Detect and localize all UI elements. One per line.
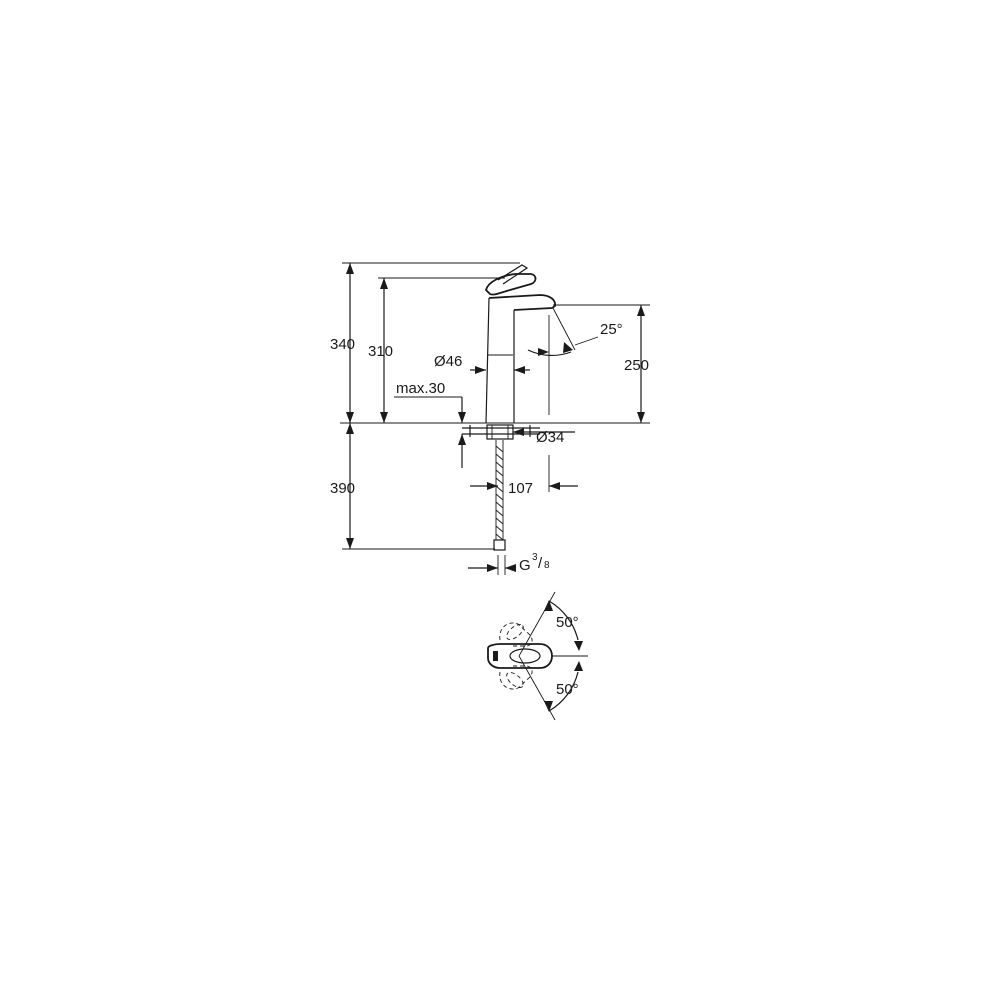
hose-length-label: 390 [330, 480, 355, 497]
outlet-height-label: 250 [624, 357, 649, 374]
dimension-lines [346, 263, 645, 572]
counter-thickness-label: max.30 [396, 380, 445, 397]
lever-angle-bottom-label: 50° [556, 681, 579, 698]
connection-thread-main: G [519, 557, 531, 574]
projection-label: 107 [508, 480, 533, 497]
spout-angle-label: 25° [600, 321, 623, 338]
connection-thread-sub: 8 [544, 560, 550, 571]
mount-hole-diameter-label: Ø34 [536, 429, 564, 446]
connection-thread-slash: / [538, 555, 543, 572]
mounting-assembly [462, 424, 540, 551]
connection-thread-sup: 3 [532, 552, 538, 563]
extension-lines [340, 262, 650, 575]
connection-thread-label: G [519, 557, 531, 574]
lever-top-view [487, 591, 588, 721]
body-diameter-label: Ø46 [434, 353, 462, 370]
faucet-body [485, 264, 556, 424]
total-height-label: 340 [330, 336, 355, 353]
spout-height-label: 310 [368, 343, 393, 360]
lever-angle-top-label: 50° [556, 614, 579, 631]
